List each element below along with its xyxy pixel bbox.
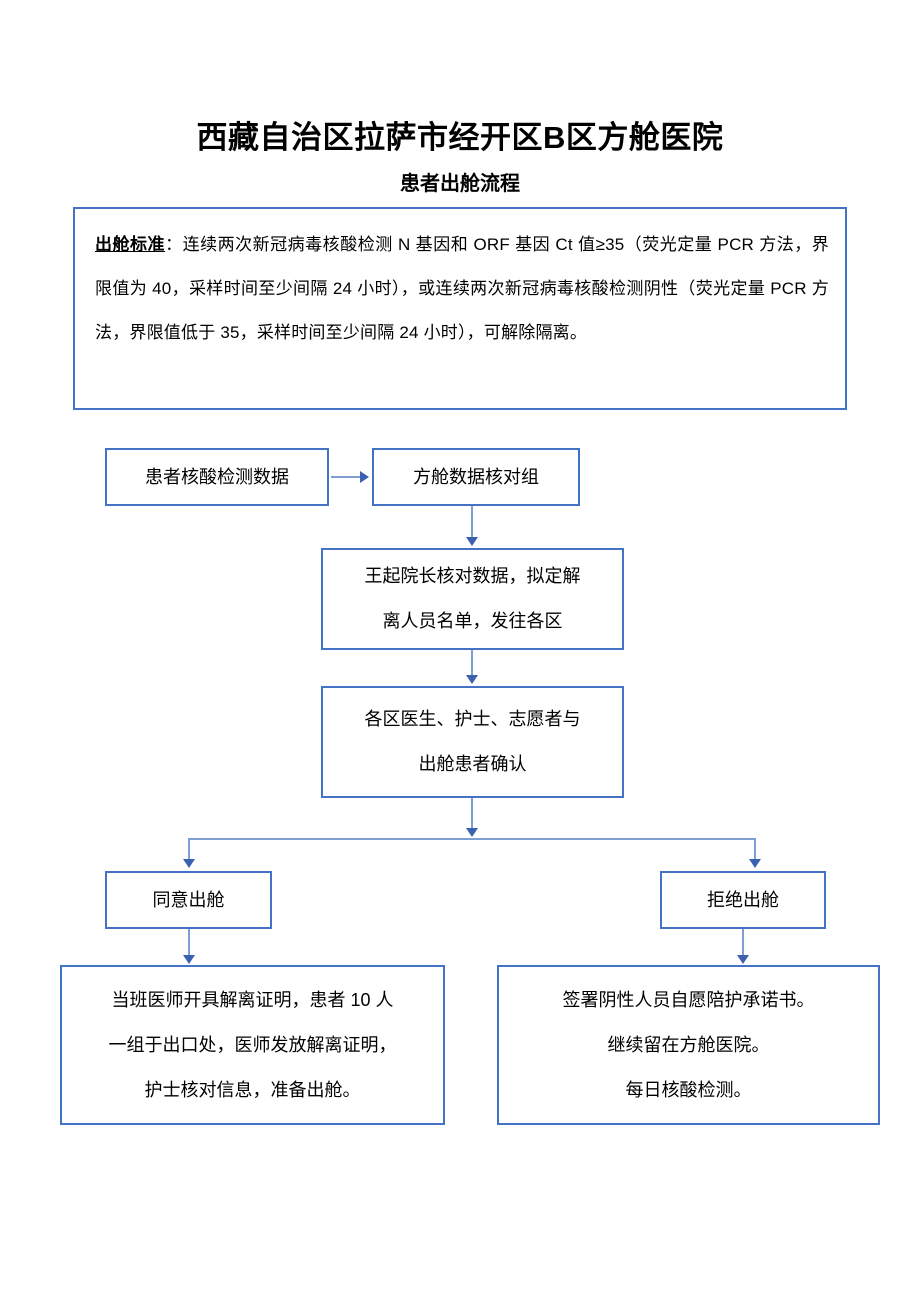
standards-label: 出舱标准 xyxy=(95,235,166,254)
flow-node-label-line2: 离人员名单，发往各区 xyxy=(382,611,563,631)
standards-body: 连续两次新冠病毒核酸检测 N 基因和 ORF 基因 Ct 值≥35（荧光定量 P… xyxy=(95,235,829,342)
discharge-standards-text: 出舱标准：连续两次新冠病毒核酸检测 N 基因和 ORF 基因 Ct 值≥35（荧… xyxy=(95,223,829,355)
flow-node-agree-discharge: 同意出舱 xyxy=(105,871,272,929)
discharge-standards-box: 出舱标准：连续两次新冠病毒核酸检测 N 基因和 ORF 基因 Ct 值≥35（荧… xyxy=(73,207,847,410)
flow-node-label-line1: 王起院长核对数据，拟定解 xyxy=(364,566,581,586)
connector-refuse-to-stay xyxy=(742,929,744,957)
flow-node-label-line3: 每日核酸检测。 xyxy=(625,1079,752,1100)
flow-node-refuse-discharge: 拒绝出舱 xyxy=(660,871,826,929)
flow-node-label-line3: 护士核对信息，准备出舱。 xyxy=(144,1079,361,1100)
flow-node-label: 同意出舱 xyxy=(152,889,225,910)
arrow-down-icon xyxy=(183,859,195,868)
flow-node-stay-procedure: 签署阴性人员自愿陪护承诺书。 继续留在方舱医院。 每日核酸检测。 xyxy=(497,965,880,1125)
flow-node-director-review: 王起院长核对数据，拟定解 离人员名单，发往各区 xyxy=(321,548,624,650)
flow-node-label: 患者核酸检测数据 xyxy=(145,466,289,487)
connector-branch-right xyxy=(754,838,756,861)
arrow-down-icon xyxy=(737,955,749,964)
connector-confirm-to-branch xyxy=(471,798,473,830)
connector-branch-bus xyxy=(188,838,756,840)
page-subtitle: 患者出舱流程 xyxy=(400,173,520,195)
arrow-down-icon xyxy=(183,955,195,964)
flow-node-label-line1: 各区医生、护士、志愿者与 xyxy=(364,709,581,729)
arrow-right-icon xyxy=(360,471,369,483)
connector-data-to-verify xyxy=(331,476,363,478)
flow-node-label-line2: 出舱患者确认 xyxy=(418,754,527,774)
flow-node-label-line2: 继续留在方舱医院。 xyxy=(607,1034,770,1055)
arrow-down-icon xyxy=(466,675,478,684)
arrow-down-icon xyxy=(466,828,478,837)
flow-node-label: 拒绝出舱 xyxy=(707,889,779,910)
page-title: 西藏自治区拉萨市经开区B区方舱医院 xyxy=(196,120,724,155)
flow-node-patient-test-data: 患者核酸检测数据 xyxy=(105,448,329,506)
arrow-down-icon xyxy=(466,537,478,546)
arrow-down-icon xyxy=(749,859,761,868)
connector-branch-left xyxy=(188,838,190,861)
flow-node-label: 方舱数据核对组 xyxy=(413,466,539,487)
connector-verify-to-director xyxy=(471,506,473,539)
connector-agree-to-discharge xyxy=(188,929,190,957)
flow-node-label-line1: 签署阴性人员自愿陪护承诺书。 xyxy=(562,989,815,1010)
flow-node-staff-confirmation: 各区医生、护士、志愿者与 出舱患者确认 xyxy=(321,686,624,798)
flow-node-data-verification-group: 方舱数据核对组 xyxy=(372,448,580,506)
standards-separator: ： xyxy=(165,235,183,254)
flow-node-label-line1: 当班医师开具解离证明，患者 10 人 xyxy=(111,989,394,1010)
flow-node-discharge-procedure: 当班医师开具解离证明，患者 10 人 一组于出口处，医师发放解离证明， 护士核对… xyxy=(60,965,445,1125)
flow-node-label-line2: 一组于出口处，医师发放解离证明， xyxy=(108,1034,397,1055)
connector-director-to-confirm xyxy=(471,650,473,677)
